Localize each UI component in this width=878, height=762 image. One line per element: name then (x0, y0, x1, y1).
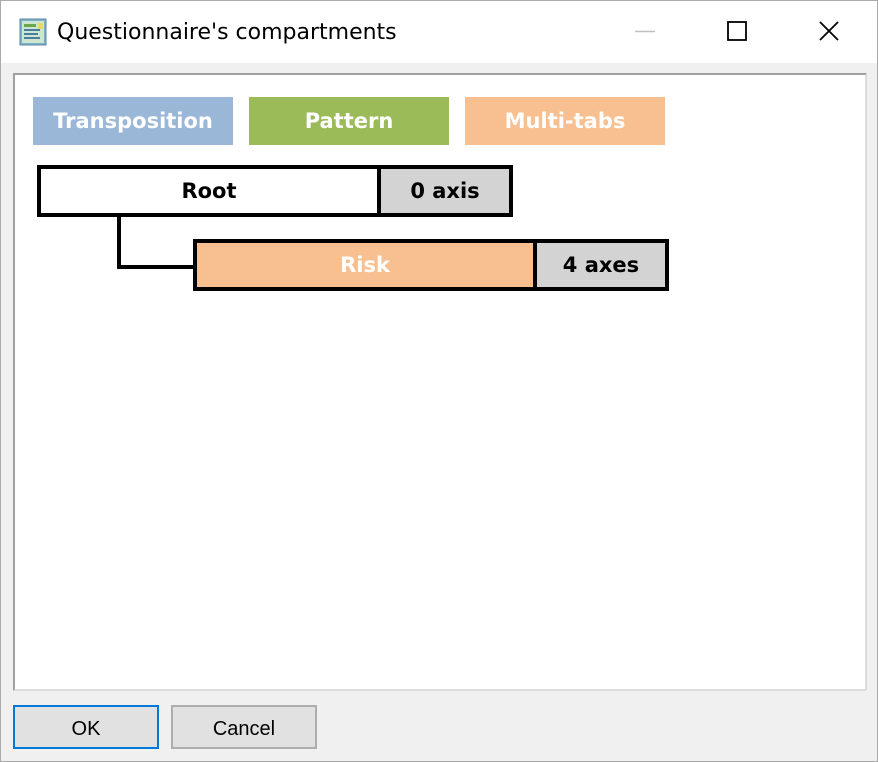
maximize-icon (727, 21, 747, 41)
legend-multi-tabs: Multi-tabs (465, 97, 665, 145)
maximize-button[interactable] (691, 1, 783, 63)
tree-node-root-label: Root (41, 169, 377, 213)
ok-button[interactable]: OK (13, 705, 159, 749)
close-icon (819, 21, 839, 41)
tree-node-root[interactable]: Root 0 axis (37, 165, 513, 217)
compartments-panel: Transposition Pattern Multi-tabs Root 0 … (13, 73, 867, 691)
minimize-icon (635, 30, 655, 33)
cancel-button[interactable]: Cancel (171, 705, 317, 749)
title-bar[interactable]: Questionnaire's compartments (1, 1, 877, 63)
legend-pattern: Pattern (249, 97, 449, 145)
document-window-icon (19, 18, 47, 46)
window-title: Questionnaire's compartments (57, 20, 397, 45)
close-button[interactable] (783, 1, 875, 63)
tree-node-root-axes: 0 axis (377, 169, 509, 213)
tree-node-risk-label: Risk (197, 243, 533, 287)
tree-node-risk-axes: 4 axes (533, 243, 665, 287)
tree-connector (117, 217, 197, 269)
tree-node-risk[interactable]: Risk 4 axes (193, 239, 669, 291)
minimize-button[interactable] (599, 1, 691, 63)
legend-transposition: Transposition (33, 97, 233, 145)
